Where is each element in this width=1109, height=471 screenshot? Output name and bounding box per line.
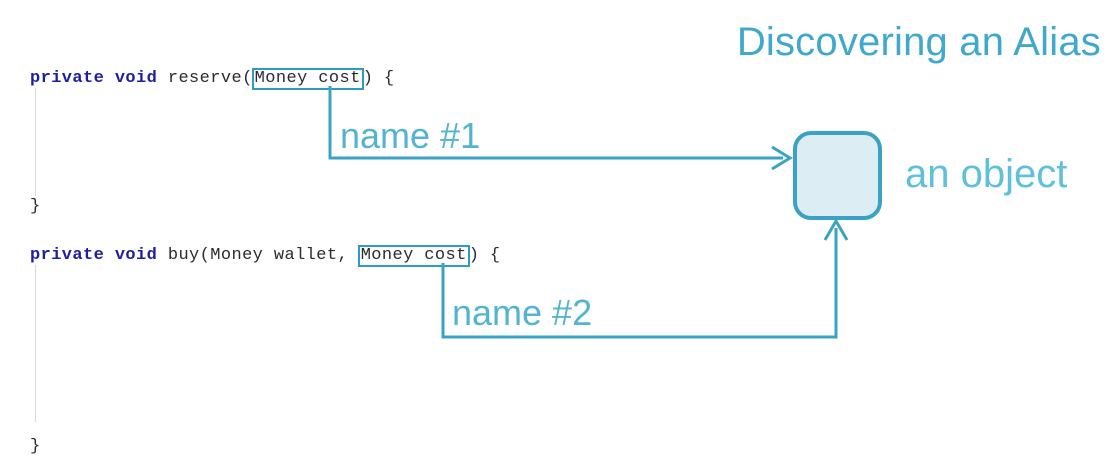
code-space-2 bbox=[104, 246, 115, 265]
code-line-buy-signature: private void buy(Money wallet, Money cos… bbox=[30, 245, 501, 267]
label-name-1: name #1 bbox=[340, 115, 481, 156]
indent-guide-reserve bbox=[35, 88, 36, 196]
code-keyword-void-2: void bbox=[114, 246, 158, 265]
code-method-name-reserve: reserve( bbox=[157, 69, 253, 88]
code-after-param-2: ) { bbox=[468, 246, 501, 265]
highlighted-param-money-cost-1[interactable]: Money cost bbox=[251, 68, 364, 90]
code-line-buy-close: } bbox=[30, 437, 41, 456]
label-name-2: name #2 bbox=[452, 292, 593, 333]
label-an-object: an object bbox=[905, 152, 1068, 196]
code-keyword-private: private bbox=[30, 69, 105, 88]
page-title: Discovering an Alias bbox=[736, 20, 1101, 64]
code-line-reserve-close: } bbox=[30, 197, 41, 216]
code-line-reserve-signature: private void reserve(Money cost) { bbox=[30, 68, 395, 90]
indent-guide-buy bbox=[35, 265, 36, 422]
object-box[interactable] bbox=[793, 131, 882, 220]
highlighted-param-money-cost-2[interactable]: Money cost bbox=[357, 245, 470, 267]
code-keyword-private-2: private bbox=[30, 246, 105, 265]
arrowhead-right-icon bbox=[771, 145, 793, 171]
code-keyword-void: void bbox=[114, 69, 158, 88]
code-method-name-buy: buy(Money wallet, bbox=[157, 246, 359, 265]
code-space-1 bbox=[104, 69, 115, 88]
code-after-param-1: ) { bbox=[362, 69, 395, 88]
arrowhead-up-icon bbox=[823, 218, 849, 241]
